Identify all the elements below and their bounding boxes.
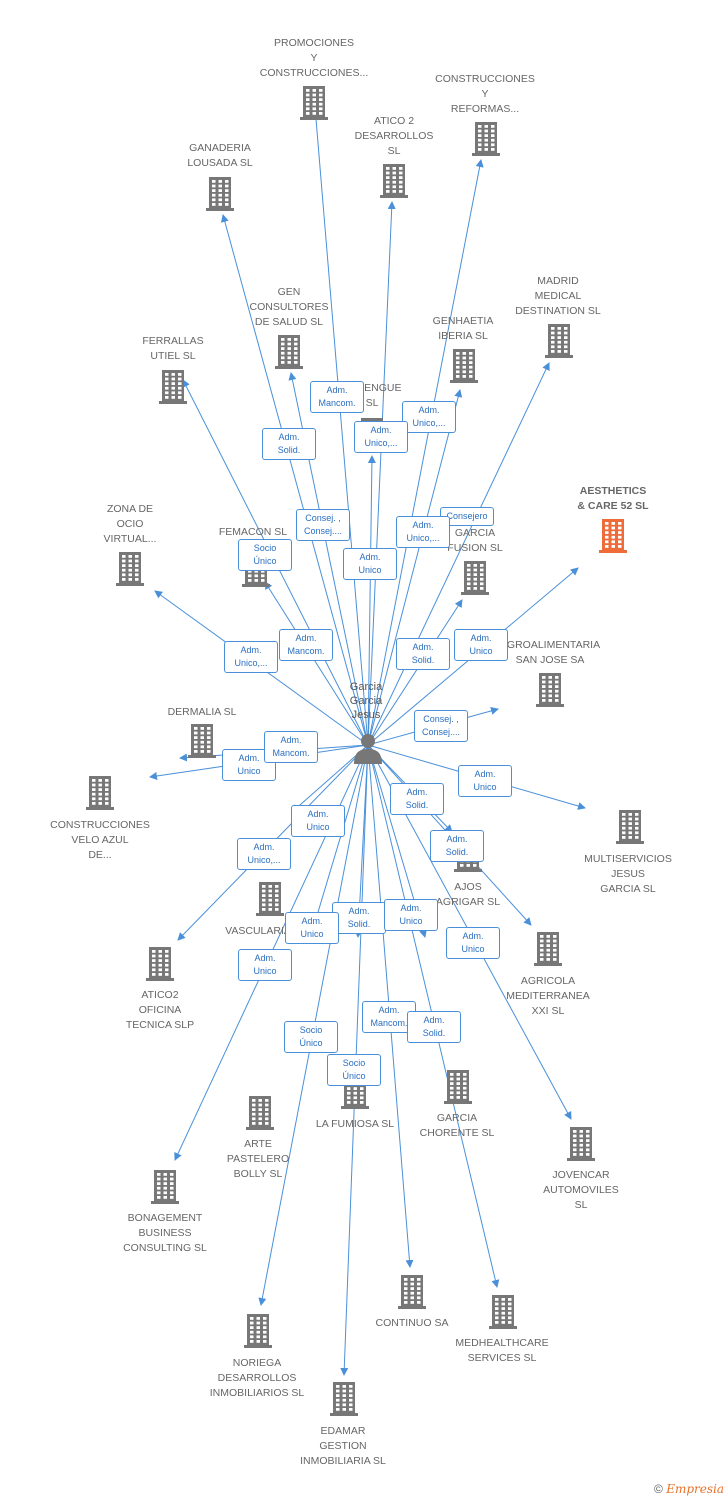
edge-construcciones-reformas <box>367 159 484 746</box>
node-label-madrid-medical[interactable]: MADRID MEDICAL DESTINATION SL <box>515 275 601 317</box>
building-icon[interactable] <box>450 349 478 383</box>
node-label-zona-ocio[interactable]: ZONA DE OCIO VIRTUAL... <box>103 503 157 545</box>
brand-logo[interactable]: Empresia <box>666 1482 724 1496</box>
copyright-icon: © <box>654 1482 663 1496</box>
building-icon[interactable] <box>380 164 408 198</box>
building-icon[interactable] <box>116 552 144 586</box>
building-icon[interactable] <box>275 335 303 369</box>
edge-label-promociones[interactable]: Adm. Mancom. <box>310 381 364 413</box>
person-icon[interactable] <box>352 732 384 764</box>
node-label-genhaetia[interactable]: GENHAETIA IBERIA SL <box>432 315 494 342</box>
edge-label-zona-ocio[interactable]: Adm. Unico,... <box>224 641 278 673</box>
building-icon[interactable] <box>146 947 174 981</box>
edge-genhaetia <box>367 389 463 746</box>
building-icon[interactable] <box>398 1275 426 1309</box>
edge-label-construcciones-velo[interactable]: Adm. Mancom. <box>264 731 318 763</box>
edge-berengue <box>367 455 376 746</box>
node-label-ganaderia[interactable]: GANADERIA LOUSADA SL <box>187 142 253 169</box>
edge-label-madrid-medical[interactable]: Consejero <box>440 507 494 526</box>
edge-label-genhaetia[interactable]: Adm. Unico,... <box>396 516 450 548</box>
building-icon[interactable] <box>246 1096 274 1130</box>
edge-label-ferrallas[interactable]: Socio Único <box>238 539 292 571</box>
node-label-femacon[interactable]: FEMACON SL <box>218 526 288 538</box>
building-icon[interactable] <box>330 1382 358 1416</box>
edge-arte-pastelero <box>308 744 369 940</box>
building-icon[interactable] <box>461 561 489 595</box>
node-label-ferrallas[interactable]: FERRALLAS UTIEL SL <box>142 335 204 362</box>
node-label-agroalimentaria[interactable]: AGROALIMENTARIA SAN JOSE SA <box>499 639 601 666</box>
edge-label-agroalimentaria[interactable]: Consej. , Consej.... <box>414 710 468 742</box>
node-label-multiservicios[interactable]: MULTISERVICIOS JESUS GARCIA SL <box>584 853 672 895</box>
node-label-ajos[interactable]: AJOS AGRIGAR SL <box>435 881 501 908</box>
building-icon[interactable] <box>534 932 562 966</box>
node-label-jovencar[interactable]: JOVENCAR AUTOMOVILES SL <box>543 1169 619 1211</box>
node-label-vascularia[interactable]: VASCULARIA <box>225 925 291 937</box>
node-label-noriega[interactable]: NORIEGA DESARROLLOS INMOBILIARIOS SL <box>209 1357 305 1399</box>
edge-atico2-desarrollos <box>367 201 396 746</box>
building-icon[interactable] <box>536 673 564 707</box>
node-label-edamar[interactable]: EDAMAR GESTION INMOBILIARIA SL <box>300 1425 386 1467</box>
node-label-garcia-fusion[interactable]: GARCIA FUSION SL <box>447 527 503 554</box>
edge-label-vascularia[interactable]: Adm. Unico <box>291 805 345 837</box>
edge-label-arte-pastelero[interactable]: Adm. Unico <box>285 912 339 944</box>
node-label-atico2-desarrollos[interactable]: ATICO 2 DESARROLLOS SL <box>354 115 434 157</box>
edge-label-garcia-fusion[interactable]: Adm. Solid. <box>396 638 450 670</box>
edge-label-edamar[interactable]: Socio Único <box>327 1054 381 1086</box>
node-label-arte-pastelero[interactable]: ARTE PASTELERO BOLLY SL <box>226 1138 290 1180</box>
building-icon[interactable] <box>159 370 187 404</box>
node-label-construcciones-reformas[interactable]: CONSTRUCCIONES Y REFORMAS... <box>435 73 535 115</box>
node-label-continuo[interactable]: CONTINUO SA <box>375 1317 449 1329</box>
edge-label-multiservicios[interactable]: Adm. Unico <box>458 765 512 797</box>
edge-label-la-fumiosa[interactable]: Adm. Solid. <box>332 902 386 934</box>
node-label-promociones[interactable]: PROMOCIONES Y CONSTRUCCIONES... <box>259 37 369 79</box>
edge-label-aesthetics[interactable]: Adm. Unico <box>454 629 508 661</box>
building-icon[interactable] <box>300 86 328 120</box>
node-label-medhealthcare[interactable]: MEDHEALTHCARE SERVICES SL <box>455 1337 549 1364</box>
edge-label-ajos[interactable]: Adm. Solid. <box>390 783 444 815</box>
building-icon[interactable] <box>489 1295 517 1329</box>
edge-label-bonagement[interactable]: Adm. Unico <box>238 949 292 981</box>
node-label-atico2-oficina[interactable]: ATICO2 OFICINA TECNICA SLP <box>125 989 195 1031</box>
edge-label-medhealthcare[interactable]: Adm. Solid. <box>407 1011 461 1043</box>
node-label-dermalia[interactable]: DERMALIA SL <box>167 706 237 718</box>
node-label-agricola[interactable]: AGRICOLA MEDITERRANEA XXI SL <box>506 975 590 1017</box>
node-label-construcciones-velo[interactable]: CONSTRUCCIONES VELO AZUL DE... <box>50 819 150 861</box>
center-person-name[interactable]: Garcia Garcia Jesus <box>349 681 383 721</box>
building-icon[interactable] <box>599 519 627 553</box>
edge-label-noriega[interactable]: Socio Único <box>284 1021 338 1053</box>
node-label-bonagement[interactable]: BONAGEMENT BUSINESS CONSULTING SL <box>123 1212 207 1254</box>
edge-label-jovencar[interactable]: Adm. Unico <box>446 927 500 959</box>
edge-label-atico2-desarrollos[interactable]: Adm. Unico,... <box>354 421 408 453</box>
edge-label-garcia-chorente[interactable]: Adm. Unico <box>384 899 438 931</box>
building-icon[interactable] <box>472 122 500 156</box>
building-icon[interactable] <box>244 1314 272 1348</box>
building-icon[interactable] <box>444 1070 472 1104</box>
edge-label-berengue[interactable]: Adm. Unico <box>343 548 397 580</box>
building-icon[interactable] <box>256 882 284 916</box>
edge-label-construcciones-reformas[interactable]: Adm. Unico,... <box>402 401 456 433</box>
edge-label-gen-consultores[interactable]: Consej. , Consej.... <box>296 509 350 541</box>
node-label-garcia-chorente[interactable]: GARCIA CHORENTE SL <box>419 1112 495 1139</box>
building-icon[interactable] <box>567 1127 595 1161</box>
building-icon[interactable] <box>545 324 573 358</box>
node-label-gen-consultores[interactable]: GEN CONSULTORES DE SALUD SL <box>249 286 329 328</box>
node-label-aesthetics[interactable]: AESTHETICS & CARE 52 SL <box>577 485 649 512</box>
node-label-la-fumiosa[interactable]: LA FUMIOSA SL <box>315 1118 395 1130</box>
edge-femacon <box>264 581 369 746</box>
footer-brand: © Empresia <box>654 1482 724 1496</box>
edge-madrid-medical <box>367 362 550 746</box>
edge-label-agricola[interactable]: Adm. Solid. <box>430 830 484 862</box>
edge-garcia-fusion <box>367 599 463 746</box>
building-icon[interactable] <box>206 177 234 211</box>
edge-label-ganaderia[interactable]: Adm. Solid. <box>262 428 316 460</box>
building-icon[interactable] <box>86 776 114 810</box>
edge-promociones <box>310 94 369 746</box>
edge-label-femacon[interactable]: Adm. Mancom. <box>279 629 333 661</box>
building-icon[interactable] <box>151 1170 179 1204</box>
building-icon[interactable] <box>616 810 644 844</box>
building-icon[interactable] <box>188 724 216 758</box>
edge-ganaderia <box>220 214 369 746</box>
edge-label-atico2-oficina[interactable]: Adm. Unico,... <box>237 838 291 870</box>
